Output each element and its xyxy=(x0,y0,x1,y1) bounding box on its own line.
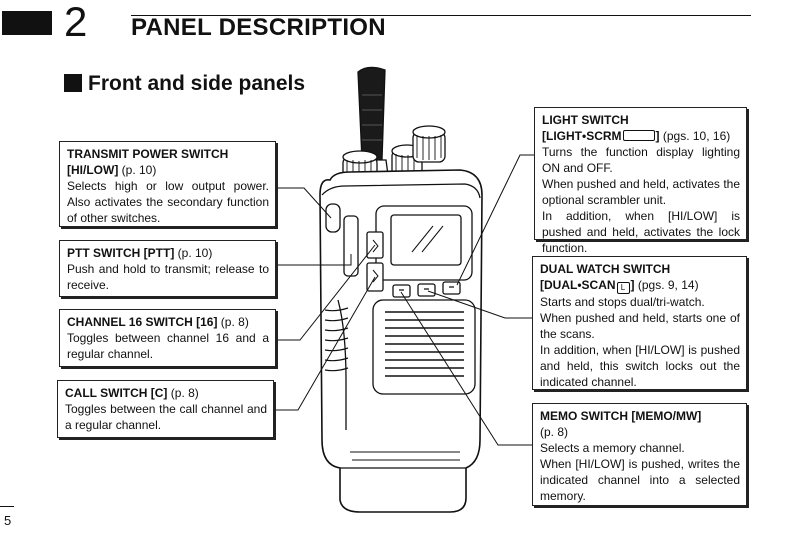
callout-key-prefix: [LIGHT•SCRM xyxy=(542,129,622,143)
speaker-panel xyxy=(372,299,476,395)
side-power-button xyxy=(325,203,341,233)
chapter-marker-block xyxy=(2,11,52,35)
callout-ptt: PTT SWITCH [PTT] (p. 10) Push and hold t… xyxy=(59,240,276,297)
side-grip xyxy=(324,307,349,372)
section-heading: Front and side panels xyxy=(64,72,305,96)
chapter-number: 2 xyxy=(64,0,88,45)
light-button xyxy=(442,281,461,295)
callout-page-ref: (p. 8) xyxy=(217,315,249,329)
section-title: Front and side panels xyxy=(88,72,306,95)
callout-key-suffix: ] xyxy=(630,278,635,292)
callout-page-ref: (p. 10) xyxy=(118,163,157,177)
title-rule xyxy=(131,15,751,16)
callout-description-1: Selects a memory channel. xyxy=(540,441,685,455)
page-title: PANEL DESCRIPTION xyxy=(131,14,386,41)
callout-title: TRANSMIT POWER SWITCH xyxy=(67,147,229,161)
memo-button xyxy=(392,284,411,298)
callout-memo: MEMO SWITCH [MEMO/MW] (p. 8) Selects a m… xyxy=(532,403,747,506)
callout-description: Toggles between channel 16 and a regular… xyxy=(67,331,269,361)
section-square-icon xyxy=(64,74,82,92)
page-number: 5 xyxy=(4,513,12,528)
callout-description: Push and hold to transmit; release to re… xyxy=(67,262,269,292)
lockout-icon: L xyxy=(616,282,630,294)
callout-page-ref: (p. 10) xyxy=(174,246,213,260)
callout-page-ref: (pgs. 9, 14) xyxy=(634,278,699,292)
speaker-grille xyxy=(385,311,464,377)
callout-description: Selects high or low output power. Also a… xyxy=(67,179,269,225)
callout-description-2: When pushed and held, starts one of the … xyxy=(540,311,740,341)
callout-description-1: Turns the function display lighting ON a… xyxy=(542,145,740,175)
callout-title: DUAL WATCH SWITCH xyxy=(540,262,671,276)
callout-description-1: Starts and stops dual/tri-watch. xyxy=(540,295,705,309)
callout-key-suffix: ] xyxy=(655,129,660,143)
top-knobs xyxy=(342,125,446,180)
callout-description: Toggles between the call channel and a r… xyxy=(65,402,267,432)
page-number-rule xyxy=(0,506,14,507)
ptt-button xyxy=(343,215,359,277)
callout-page-ref: (p. 8) xyxy=(540,425,569,439)
callout-description-3: In addition, when [HI/LOW] is pushed and… xyxy=(540,343,740,389)
callout-title: MEMO SWITCH [MEMO/MW] xyxy=(540,409,702,423)
callout-title: LIGHT SWITCH xyxy=(542,113,629,127)
dual-button xyxy=(417,283,436,297)
callout-description-2: When [HI/LOW] is pushed, writes the indi… xyxy=(540,457,740,503)
callout-description-2: When pushed and held, activates the opti… xyxy=(542,177,740,207)
leader-lines xyxy=(276,154,534,446)
callout-title: CALL SWITCH [C] xyxy=(65,386,168,400)
callout-key: [HI/LOW] xyxy=(67,163,119,177)
key-icon xyxy=(622,130,655,141)
callout-transmit-power: TRANSMIT POWER SWITCH [HI/LOW] (p. 10) S… xyxy=(59,141,276,227)
callout-title: CHANNEL 16 SWITCH [16] xyxy=(67,315,218,329)
callout-call: CALL SWITCH [C] (p. 8) Toggles between t… xyxy=(57,380,274,438)
callout-light: LIGHT SWITCH [LIGHT•SCRM] (pgs. 10, 16) … xyxy=(534,107,747,255)
callout-page-ref: (pgs. 10, 16) xyxy=(659,129,731,143)
callout-page-ref: (p. 8) xyxy=(167,386,199,400)
lcd-display xyxy=(390,214,462,266)
callout-channel-16: CHANNEL 16 SWITCH [16] (p. 8) Toggles be… xyxy=(59,309,276,367)
callout-key-prefix: [DUAL•SCAN xyxy=(540,278,616,292)
callout-title: PTT SWITCH [PTT] xyxy=(67,246,175,260)
callout-description-3: In addition, when [HI/LOW] is pushed and… xyxy=(542,209,740,255)
